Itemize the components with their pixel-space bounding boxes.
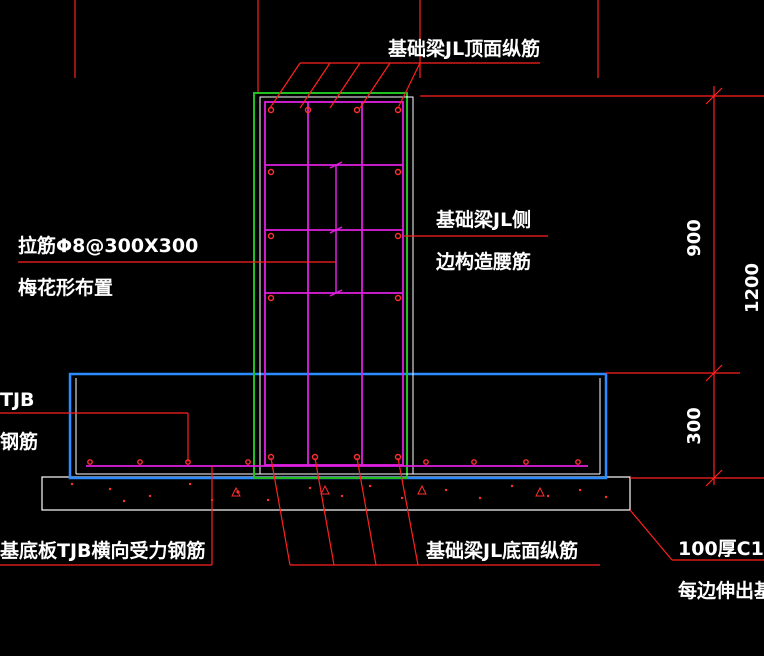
label-top-longitudinal: 基础梁JL顶面纵筋 xyxy=(387,37,540,60)
label-tie-bars-1: 拉筋Φ8@300X300 xyxy=(18,234,198,257)
slab-outline xyxy=(68,372,608,480)
annotation-labels: 基础梁JL顶面纵筋 基础梁JL侧 边构造腰筋 拉筋Φ8@300X300 梅花形布… xyxy=(0,37,764,602)
concrete-cushion xyxy=(41,476,631,511)
label-slab-left-1: TJB xyxy=(0,389,35,411)
dim-slab-thickness: 300 xyxy=(684,407,705,445)
label-cushion-1: 100厚C15 垫 xyxy=(678,538,764,560)
tie-bars xyxy=(329,161,343,297)
stirrups xyxy=(86,101,588,467)
dimension-texts: 900 1200 300 xyxy=(684,219,763,445)
label-slab-left-2: 钢筋 xyxy=(0,430,38,453)
label-side-bars-1: 基础梁JL侧 xyxy=(435,208,531,231)
leader-lines xyxy=(0,62,764,566)
dim-beam-height: 900 xyxy=(684,219,705,257)
label-tie-bars-2: 梅花形布置 xyxy=(18,276,113,299)
label-bottom-longitudinal: 基础梁JL底面纵筋 xyxy=(425,539,578,562)
label-side-bars-2: 边构造腰筋 xyxy=(435,250,531,273)
label-slab-transverse: 基底板TJB横向受力钢筋 xyxy=(0,539,206,562)
label-cushion-2: 每边伸出基础 xyxy=(678,579,764,602)
top-reference-lines xyxy=(74,0,599,92)
dim-total-height: 1200 xyxy=(742,263,763,313)
beam-outline xyxy=(253,92,414,479)
rebar-dots xyxy=(87,106,581,465)
